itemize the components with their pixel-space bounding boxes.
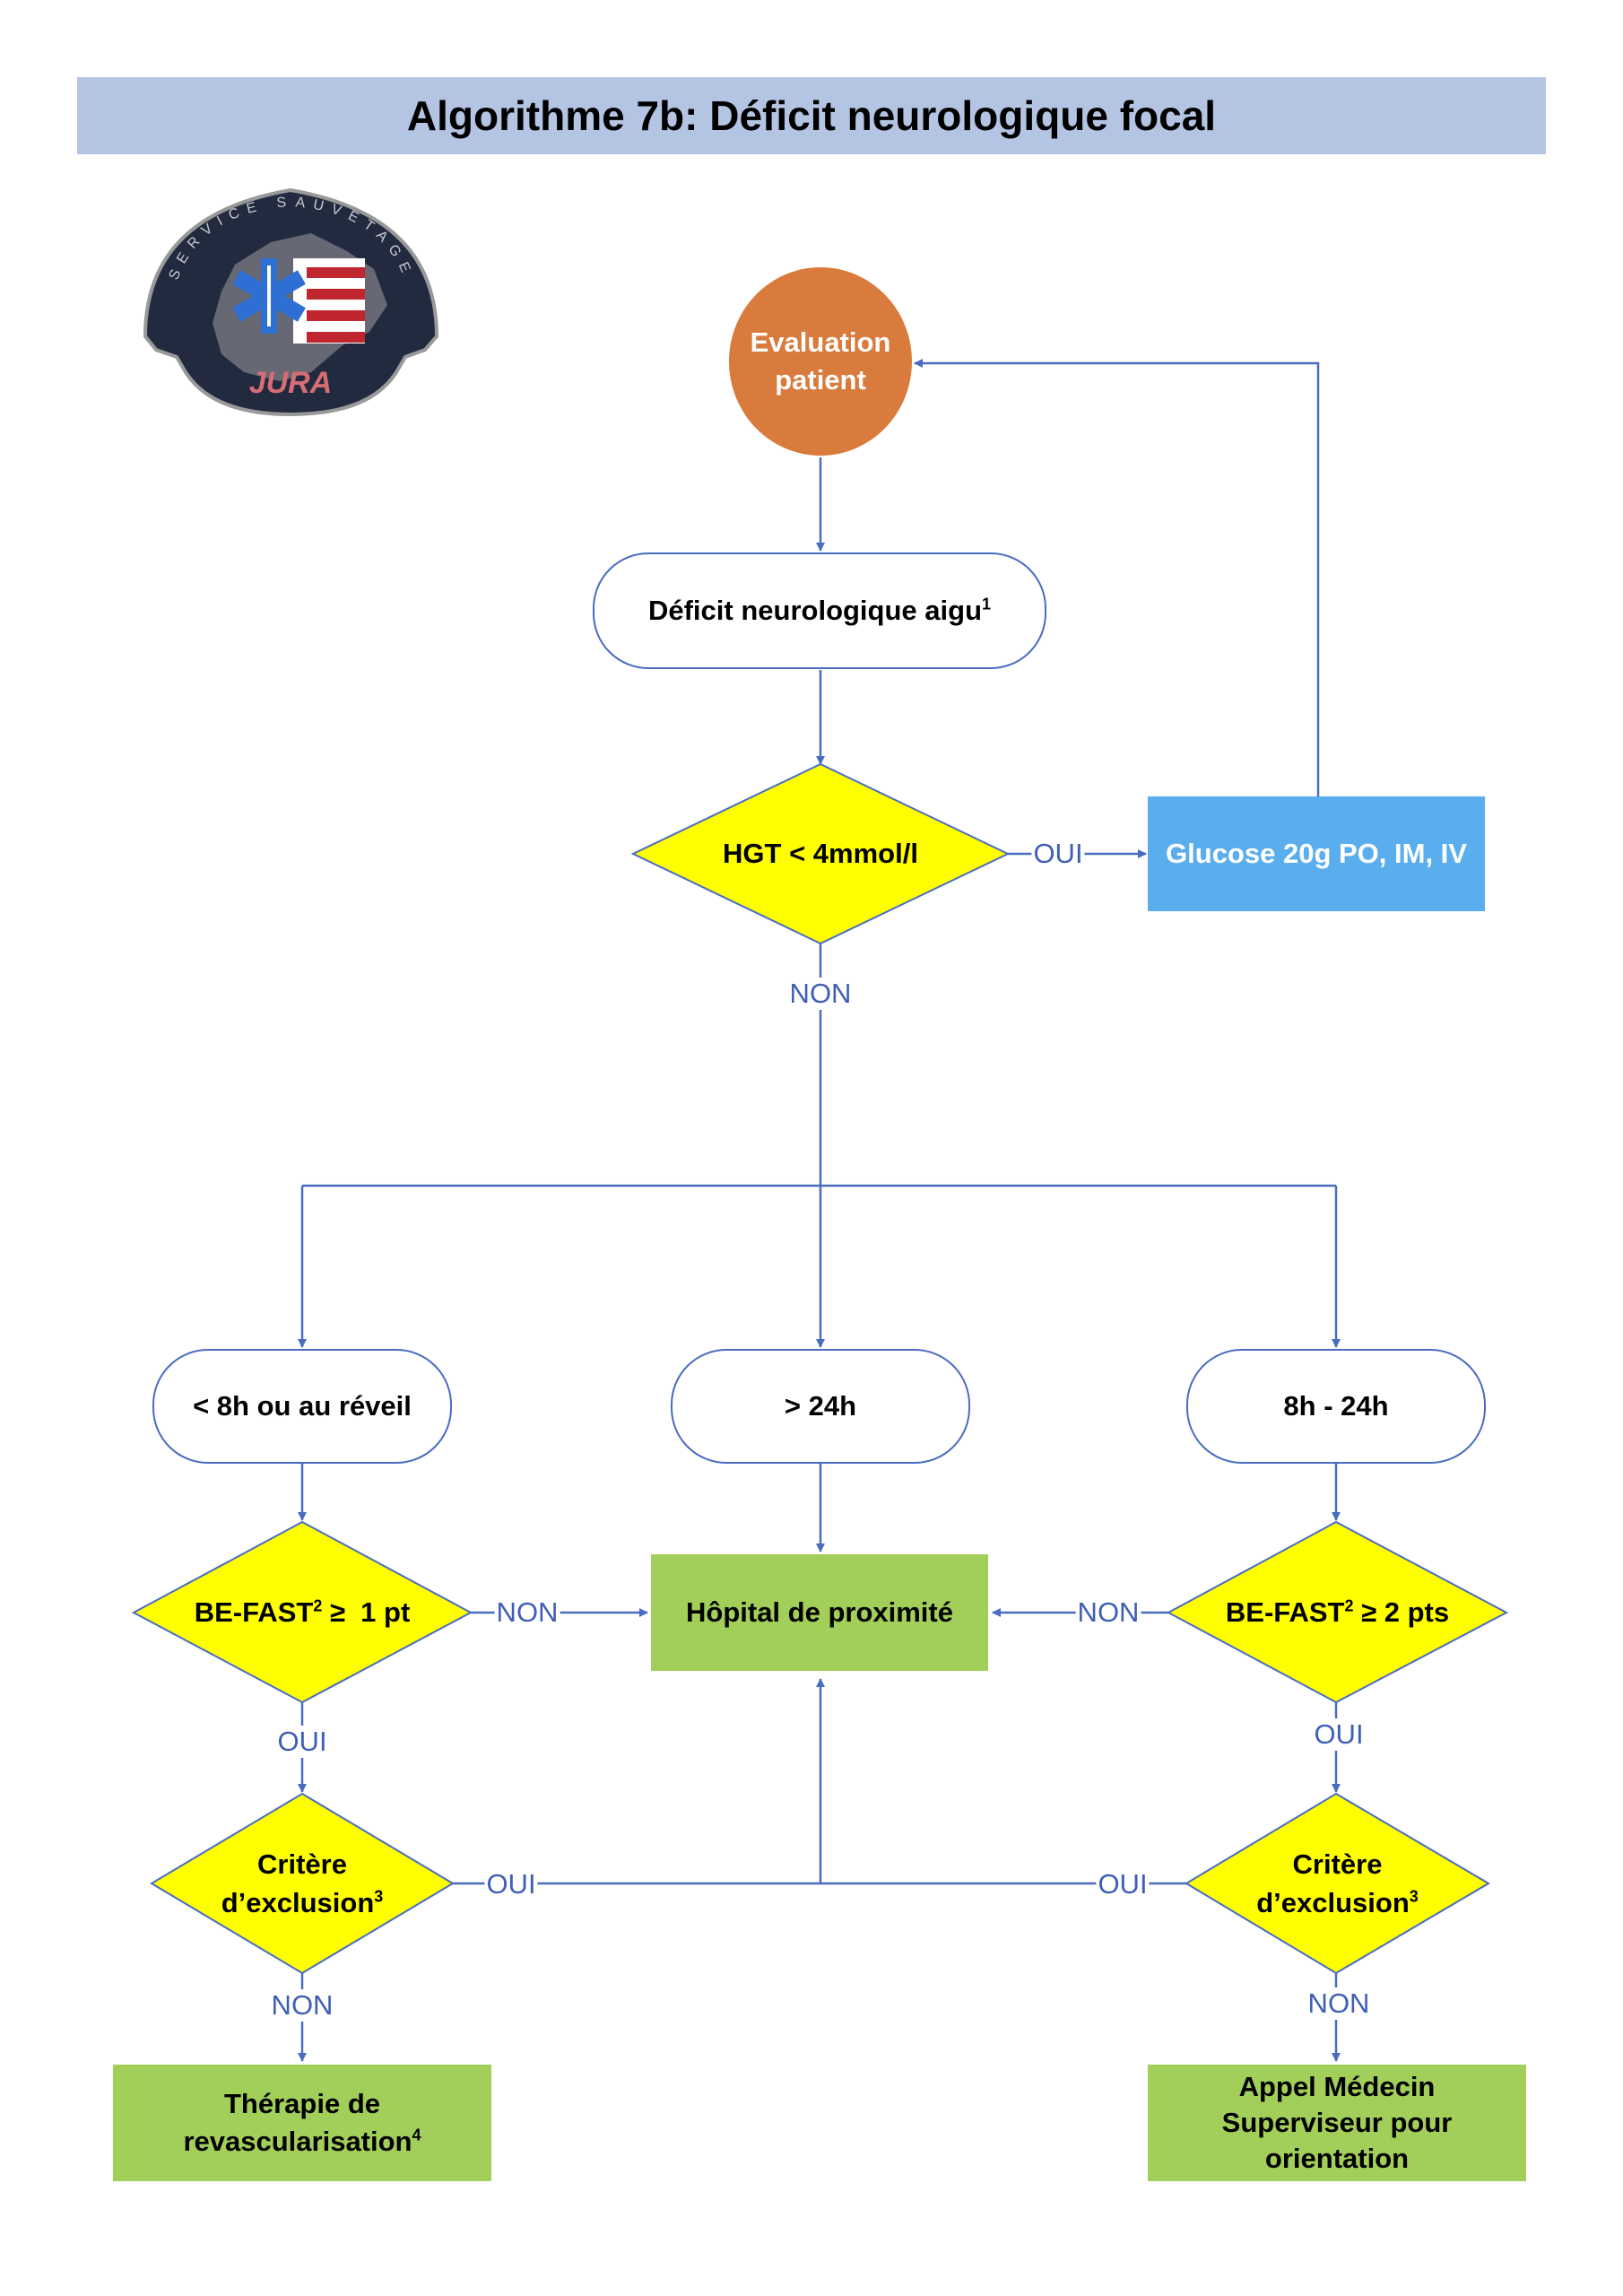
befast-left-pre: BE-FAST: [194, 1596, 314, 1628]
deficit-footnote: 1: [982, 595, 992, 613]
label-hgt-oui: OUI: [1031, 838, 1085, 870]
critere-right-diamond: [1185, 1792, 1490, 1975]
label-critere-left-non: NON: [269, 1989, 335, 2022]
logo-region-text: JURA: [249, 366, 333, 400]
page-title: Algorithme 7b: Déficit neurologique foca…: [406, 92, 1217, 139]
critere-left-decision: Critère d’exclusion3: [152, 1794, 453, 1973]
befast-left-diamond: [131, 1520, 473, 1704]
appel-line2: Superviseur pour: [1221, 2106, 1453, 2138]
label-critere-left-oui: OUI: [484, 1868, 538, 1900]
service-sauvetage-jura-logo: JURA SERVICE SAUVETAGE: [136, 179, 446, 422]
lt8h-node: < 8h ou au réveil: [152, 1349, 452, 1464]
hopital-node: Hôpital de proximité: [651, 1554, 988, 1671]
critere-left-line1: Critère: [257, 1848, 347, 1880]
critere-right-line1: Critère: [1292, 1848, 1383, 1880]
therapie-node: Thérapie de revascularisation4: [113, 2065, 491, 2181]
deficit-text: Déficit neurologique aigu: [647, 595, 982, 627]
start-line1: Evaluation: [750, 326, 891, 359]
critere-right-footnote: 3: [1409, 1887, 1419, 1906]
label-befast-right-non: NON: [1075, 1596, 1141, 1629]
star-of-life-icon: [232, 258, 306, 334]
therapie-footnote: 4: [412, 2126, 421, 2144]
appel-node: Appel Médecin Superviseur pour orientati…: [1148, 2065, 1526, 2181]
flag-stripe-3: [307, 310, 365, 321]
therapie-line1: Thérapie de: [224, 2088, 380, 2120]
gt24h-node: > 24h: [671, 1349, 970, 1464]
critere-right-line2: d’exclusion: [1256, 1887, 1410, 1918]
befast-left-post: ≥ 1 pt: [322, 1596, 411, 1628]
glucose-node: Glucose 20g PO, IM, IV: [1148, 796, 1485, 911]
critere-left-footnote: 3: [374, 1887, 384, 1906]
flag-stripe-1: [307, 267, 365, 278]
deficit-node: Déficit neurologique aigu1: [593, 552, 1046, 669]
therapie-line2: revascularisation: [183, 2126, 412, 2157]
befast-right-pre: BE-FAST: [1225, 1596, 1345, 1628]
appel-line3: orientation: [1264, 2143, 1410, 2175]
flag-stripe-4: [307, 332, 365, 343]
label-befast-left-oui: OUI: [275, 1726, 329, 1758]
hopital-text: Hôpital de proximité: [686, 1596, 953, 1629]
befast-right-decision: BE-FAST2 ≥ 2 pts: [1168, 1522, 1506, 1702]
critere-left-line2: d’exclusion: [221, 1887, 375, 1918]
8h-24h-text: 8h - 24h: [1283, 1390, 1389, 1422]
gt24h-text: > 24h: [784, 1390, 857, 1422]
label-befast-left-non: NON: [494, 1596, 560, 1629]
befast-right-footnote: 2: [1344, 1596, 1354, 1615]
critere-left-diamond: [150, 1792, 455, 1975]
label-hgt-non: NON: [787, 978, 854, 1010]
befast-right-post: ≥ 2 pts: [1353, 1596, 1450, 1628]
label-befast-right-oui: OUI: [1312, 1718, 1366, 1751]
lt8h-text: < 8h ou au réveil: [193, 1390, 412, 1422]
8h-24h-node: 8h - 24h: [1186, 1349, 1486, 1464]
hgt-text: HGT < 4mmol/l: [723, 838, 918, 870]
critere-right-decision: Critère d’exclusion3: [1186, 1794, 1488, 1973]
connector-glucose-start: [914, 359, 1320, 796]
appel-line1: Appel Médecin: [1238, 2070, 1436, 2102]
hgt-decision: HGT < 4mmol/l: [633, 764, 1008, 944]
hgt-diamond: [630, 762, 1011, 945]
flag-stripe-2: [307, 289, 365, 300]
start-node-evaluation: Evaluation patient: [729, 267, 912, 456]
label-critere-right-oui: OUI: [1096, 1868, 1150, 1900]
befast-left-footnote: 2: [313, 1596, 323, 1615]
glucose-text: Glucose 20g PO, IM, IV: [1166, 838, 1467, 870]
befast-right-diamond: [1166, 1520, 1509, 1704]
title-bar: Algorithme 7b: Déficit neurologique foca…: [77, 77, 1546, 154]
logo-badge: JURA SERVICE SAUVETAGE: [143, 187, 439, 417]
start-line2: patient: [775, 364, 866, 396]
befast-left-decision: BE-FAST2 ≥ 1 pt: [134, 1522, 471, 1702]
label-critere-right-non: NON: [1306, 1987, 1372, 2020]
